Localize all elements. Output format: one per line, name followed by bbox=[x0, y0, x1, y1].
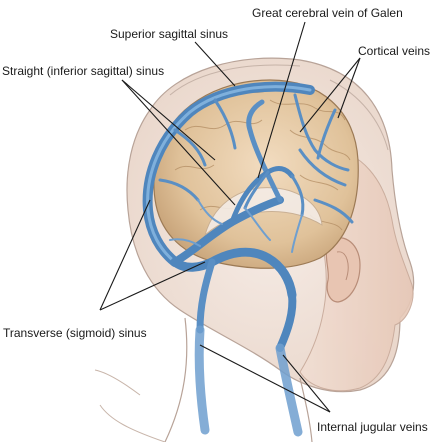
label-cortical-veins: Cortical veins bbox=[358, 44, 430, 58]
label-superior-sagittal-sinus: Superior sagittal sinus bbox=[110, 27, 228, 41]
label-great-cerebral-vein: Great cerebral vein of Galen bbox=[252, 6, 403, 20]
label-internal-jugular-veins: Internal jugular veins bbox=[317, 420, 428, 434]
internal-jugular-vein-right bbox=[275, 343, 303, 437]
internal-jugular-vein-left bbox=[194, 325, 210, 435]
leader-lines bbox=[99, 21, 361, 413]
inferior-sagittal-sinus bbox=[246, 99, 283, 203]
venous-network bbox=[142, 81, 354, 437]
label-straight-sinus: Straight (inferior sagittal) sinus bbox=[2, 64, 164, 78]
labels: Great cerebral vein of Galen Superior sa… bbox=[2, 6, 430, 434]
label-transverse-sinus: Transverse (sigmoid) sinus bbox=[3, 326, 147, 340]
cortical-veins bbox=[158, 93, 354, 224]
